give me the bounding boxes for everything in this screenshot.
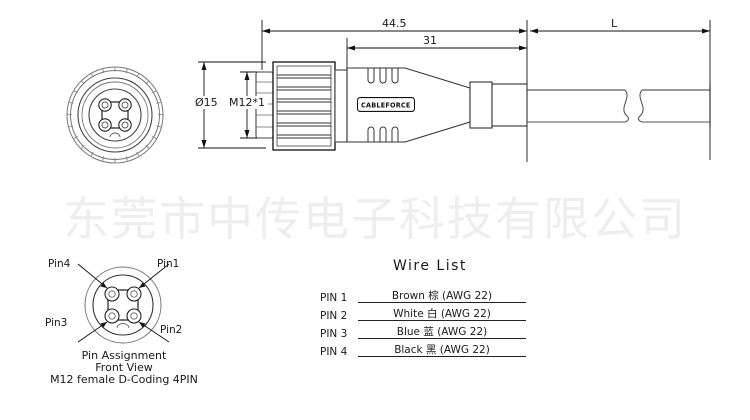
wire-row-rule	[358, 320, 526, 321]
dimension-label-cable-length: L	[608, 17, 621, 30]
cable	[527, 84, 711, 128]
pin-label-pin4: Pin4	[48, 258, 71, 270]
dimension-label-overall: 44.5	[379, 17, 410, 30]
wire-row-pin: PIN 3	[320, 328, 348, 340]
wire-row-desc: White 白 (AWG 22)	[393, 308, 491, 320]
dimension-body	[346, 38, 527, 72]
dimension-label-body: 31	[420, 34, 440, 47]
cable-break-symbol	[623, 89, 644, 123]
wire-list-title: Wire List	[393, 258, 467, 274]
strain-relief	[469, 81, 528, 129]
dimension-label-thread: M12*1	[226, 96, 268, 109]
wire-row-rule	[358, 356, 526, 357]
pin-view-caption-line2: Front View	[95, 361, 153, 374]
connector-front-view	[66, 66, 164, 164]
wire-row-pin: PIN 1	[320, 292, 348, 304]
wire-row-pin: PIN 4	[320, 346, 348, 358]
company-watermark: 东莞市中传电子科技有限公司	[63, 192, 687, 246]
pin-view-caption-line1: Pin Assignment	[81, 349, 167, 362]
dimension-label-diameter: Ø15	[192, 96, 221, 109]
nut-shoulder	[334, 69, 348, 143]
brand-logo-badge: CABLEFORCE	[357, 97, 415, 112]
wire-row-rule	[358, 338, 526, 339]
wire-row-desc: Blue 蓝 (AWG 22)	[396, 326, 488, 338]
wire-row-desc: Black 黑 (AWG 22)	[394, 344, 490, 356]
pin-label-pin3: Pin3	[45, 317, 68, 329]
connector-side-view	[198, 20, 711, 162]
pin-view-caption-line3: M12 female D-Coding 4PIN	[50, 373, 198, 386]
pin-assignment-diagram	[77, 263, 170, 344]
pin-label-pin1: Pin1	[157, 258, 180, 270]
wire-row-rule	[358, 302, 526, 303]
wire-row-pin: PIN 2	[320, 310, 348, 322]
wire-row-desc: Brown 棕 (AWG 22)	[391, 290, 493, 302]
knurled-nut	[272, 61, 336, 151]
pin-label-pin2: Pin2	[160, 324, 183, 336]
